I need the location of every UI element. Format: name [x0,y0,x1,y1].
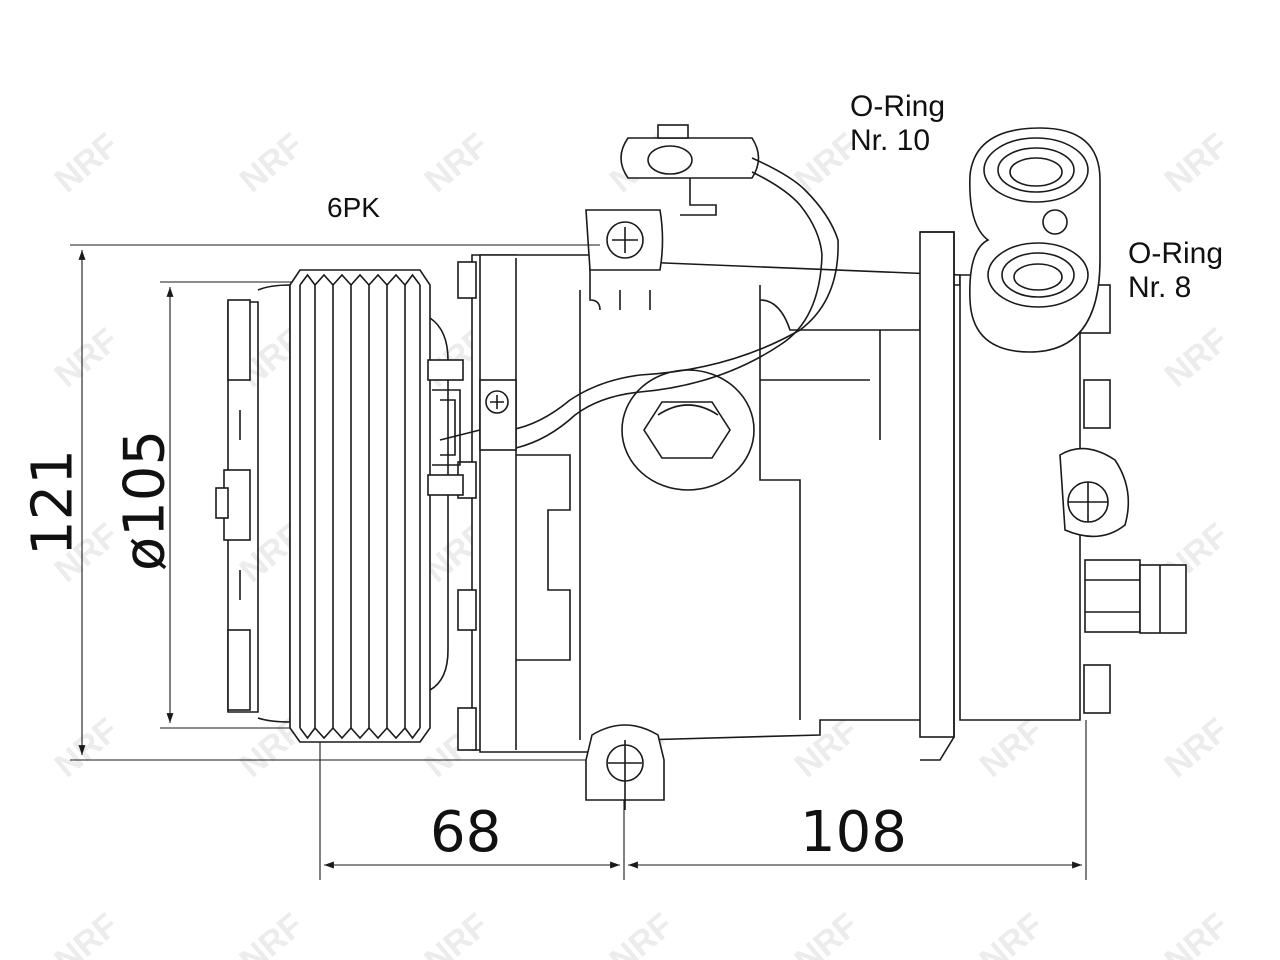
pulley-rib-bottom [350,727,370,740]
pulley-rib-top [350,273,370,286]
watermark-logo: NRF [1158,126,1236,200]
watermark-logo: NRF [1158,906,1236,960]
compressor-body [427,124,1187,810]
pulley-rib-top [368,273,388,286]
pulley-rib-top [299,273,316,286]
dimension-lines [70,244,1087,880]
watermark-logo: NRF [48,126,126,200]
width-108-dimension: 108 [800,800,907,865]
pulley-rib-top [314,273,334,286]
pulley-rib-top [332,273,352,286]
pulley-rib-bottom [404,727,421,740]
width-68-dimension: 68 [430,800,502,865]
watermark-logo: NRF [603,906,681,960]
watermark-logo: NRF [48,906,126,960]
pulley-grooves [299,273,421,740]
oring-8-label: O-Ring Nr. 8 [1128,237,1224,304]
pulley-rib-top [404,273,421,286]
watermark-logo: NRF [973,906,1051,960]
pulley-rib-bottom [332,727,352,740]
watermark-logo: NRF [1158,711,1236,785]
pulley-rib-bottom [314,727,334,740]
pulley-diameter-dimension: ø105 [112,429,178,572]
watermark-logo: NRF [418,906,496,960]
watermark-logo: NRF [233,126,311,200]
watermark-logo: NRF [48,711,126,785]
belt-type-label: 6PK [327,192,380,223]
pulley-rib-bottom [368,727,388,740]
pulley [289,269,449,743]
oring-10-label: O-Ring Nr. 10 [850,90,946,157]
height-dimension: 121 [20,449,86,556]
watermark-logo: NRF [233,906,311,960]
watermark-logo: NRF [1158,321,1236,395]
watermark-logo: NRF [418,126,496,200]
pulley-rib-bottom [386,727,406,740]
watermark-logo: NRF [973,711,1051,785]
pulley-rib-top [386,273,406,286]
watermark-logo: NRF [788,906,866,960]
pulley-rib-bottom [299,727,316,740]
watermark-logo: NRF [48,321,126,395]
